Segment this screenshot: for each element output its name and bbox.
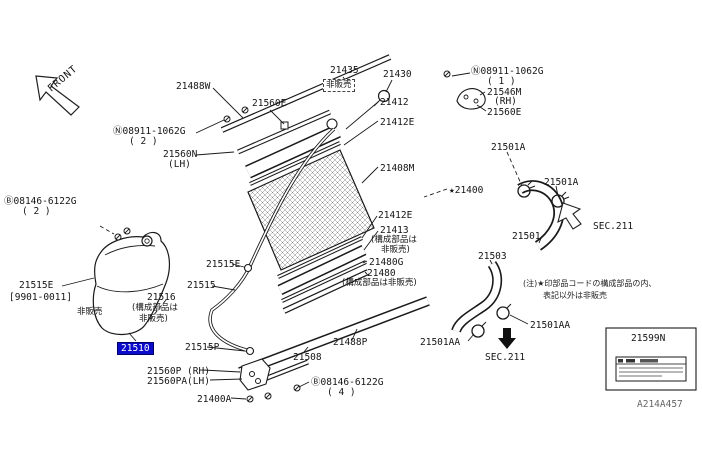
upper-hose-art — [517, 180, 570, 251]
part-label-21515[interactable]: 21515 — [187, 280, 216, 291]
fastener-qty-3: ( 2 ) — [22, 206, 51, 217]
note-21516-line2: 非販売) — [139, 314, 168, 324]
footnote-line1: (注)★印部品コードの構成部品の内、 — [523, 279, 657, 288]
part-label-21412e-upper[interactable]: 21412E — [380, 117, 415, 128]
note-21413-line1: (構成部品は — [371, 235, 417, 245]
part-label-21501[interactable]: 21501 — [512, 231, 541, 242]
lower-support-art — [238, 296, 430, 391]
fastener-qty-1: ( 1 ) — [487, 76, 516, 87]
part-label-21546m-rh: (RH) — [494, 96, 517, 107]
part-label-21488p[interactable]: 21488P — [333, 337, 368, 348]
part-label-21560n-lh: (LH) — [168, 159, 191, 170]
part-label-21430[interactable]: 21430 — [383, 69, 412, 80]
part-label-21408m[interactable]: 21408M — [380, 163, 415, 174]
fastener-label-08911-1062g-1[interactable]: Ⓝ08911-1062G — [471, 66, 544, 77]
part-label-21400[interactable]: ★21400 — [449, 185, 484, 196]
fastener-qty-4: ( 4 ) — [327, 387, 356, 398]
footnote-line2: 表記以外は非販売 — [543, 291, 607, 300]
part-label-21560p[interactable]: 21560P (RH) — [147, 366, 210, 377]
sec211-down-arrow-icon — [498, 328, 516, 349]
part-label-21413[interactable]: 21413 — [380, 225, 409, 236]
front-arrow-icon — [35, 75, 80, 116]
bracket-21546m-art — [443, 70, 486, 110]
part-label-21510-highlighted[interactable]: 21510 — [117, 342, 154, 355]
lower-hose-art — [451, 261, 512, 338]
overflow-hose-art — [208, 127, 336, 356]
part-label-21515e-center[interactable]: 21515E — [206, 259, 241, 270]
part-label-21501aa-left[interactable]: 21501AA — [420, 337, 461, 348]
sec211-ref-right[interactable]: SEC.211 — [593, 221, 634, 232]
part-label-21560e-left[interactable]: 21560E — [252, 98, 287, 109]
part-label-21503[interactable]: 21503 — [478, 251, 507, 262]
part-label-21400a[interactable]: 21400A — [197, 394, 232, 405]
part-label-21480g[interactable]: 21480G — [369, 257, 404, 268]
part-label-21480[interactable]: 21480 — [367, 268, 396, 279]
note-21480: (構成部品は非販売) — [342, 278, 417, 288]
note-21413-line2: 非販売) — [381, 245, 410, 255]
not-sold-badge-left: 非販売 — [77, 307, 103, 317]
sec211-ref-bottom[interactable]: SEC.211 — [485, 352, 526, 363]
part-label-21546m[interactable]: 21546M — [487, 87, 522, 98]
part-label-21501a-1[interactable]: 21501A — [491, 142, 526, 153]
part-label-21560pa[interactable]: 21560PA(LH) — [147, 376, 210, 387]
part-label-21560e-right[interactable]: 21560E — [487, 107, 522, 118]
dashed-leader-lines — [99, 151, 523, 323]
part-label-21488w[interactable]: 21488W — [176, 81, 211, 92]
fastener-label-08146-6122g-1[interactable]: Ⓑ08146-6122G — [4, 196, 77, 207]
leader-lines — [61, 72, 559, 400]
part-label-21599n[interactable]: 21599N — [631, 333, 666, 344]
sec211-right-arrow-icon — [557, 202, 582, 230]
fastener-label-08911-1062g-2[interactable]: Ⓝ08911-1062G — [113, 126, 186, 137]
screws-art — [223, 106, 301, 403]
part-label-21508[interactable]: 21508 — [293, 352, 322, 363]
fastener-qty-2: ( 2 ) — [129, 136, 158, 147]
note-21516-line1: (構成部品は — [132, 303, 178, 313]
reservoir-tank-art — [92, 227, 171, 335]
caution-label-box-art — [605, 327, 697, 391]
part-label-21412e-lower[interactable]: 21412E — [378, 210, 413, 221]
part-label-21560n[interactable]: 21560N — [163, 149, 198, 160]
drawing-code: A214A457 — [637, 399, 683, 410]
not-sold-badge-top: 非販売 — [323, 79, 355, 92]
part-label-21516[interactable]: 21516 — [147, 292, 176, 303]
radiator-assembly-art — [220, 54, 392, 314]
fastener-label-08146-6122g-2[interactable]: Ⓑ08146-6122G — [311, 377, 384, 388]
part-range-21515e: [9901-0011] — [9, 292, 72, 303]
part-label-21501aa-right[interactable]: 21501AA — [530, 320, 571, 331]
part-label-21435[interactable]: 21435 — [330, 65, 359, 76]
part-label-21515e-left[interactable]: 21515E — [19, 280, 54, 291]
part-label-21412[interactable]: 21412 — [380, 97, 409, 108]
part-label-21515p[interactable]: 21515P — [185, 342, 220, 353]
part-label-21501a-2[interactable]: 21501A — [544, 177, 579, 188]
